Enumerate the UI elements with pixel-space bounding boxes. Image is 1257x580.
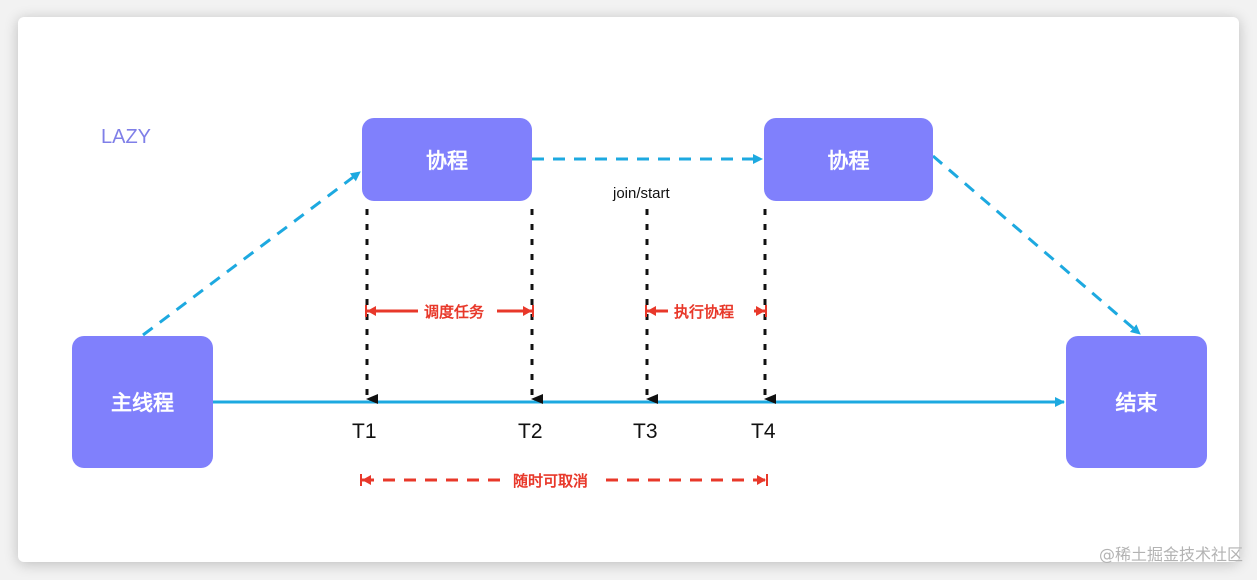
node-main-thread-label: 主线程 (111, 391, 174, 415)
node-main-thread[interactable]: 主线程 (72, 336, 213, 468)
tick-t2: T2 (518, 420, 543, 443)
node-coroutine-1-label: 协程 (426, 148, 468, 173)
span-cancel-arrows (360, 474, 768, 486)
tick-t1: T1 (352, 420, 377, 443)
edge-main-to-coroutine1 (142, 170, 361, 337)
mode-label: LAZY (101, 126, 152, 148)
span-schedule-arrows (365, 305, 534, 317)
span-execute-arrows (645, 305, 767, 317)
join-start-label: join/start (613, 185, 670, 202)
span-schedule-label: 调度任务 (420, 301, 489, 322)
watermark: @稀土掘金技术社区 (1098, 545, 1243, 564)
node-coroutine-2-label: 协程 (827, 148, 870, 173)
span-execute-label: 执行协程 (670, 301, 739, 322)
edge-coroutine2-to-end (932, 154, 1141, 336)
tick-t4: T4 (751, 420, 776, 443)
diagram-card (18, 17, 1239, 562)
node-end-label: 结束 (1115, 391, 1158, 415)
node-end[interactable]: 结束 (1066, 336, 1207, 468)
tick-t3: T3 (633, 420, 658, 443)
span-cancel-label: 随时可取消 (509, 470, 593, 491)
node-coroutine-1[interactable]: 协程 (362, 118, 532, 201)
node-coroutine-2[interactable]: 协程 (764, 118, 933, 201)
